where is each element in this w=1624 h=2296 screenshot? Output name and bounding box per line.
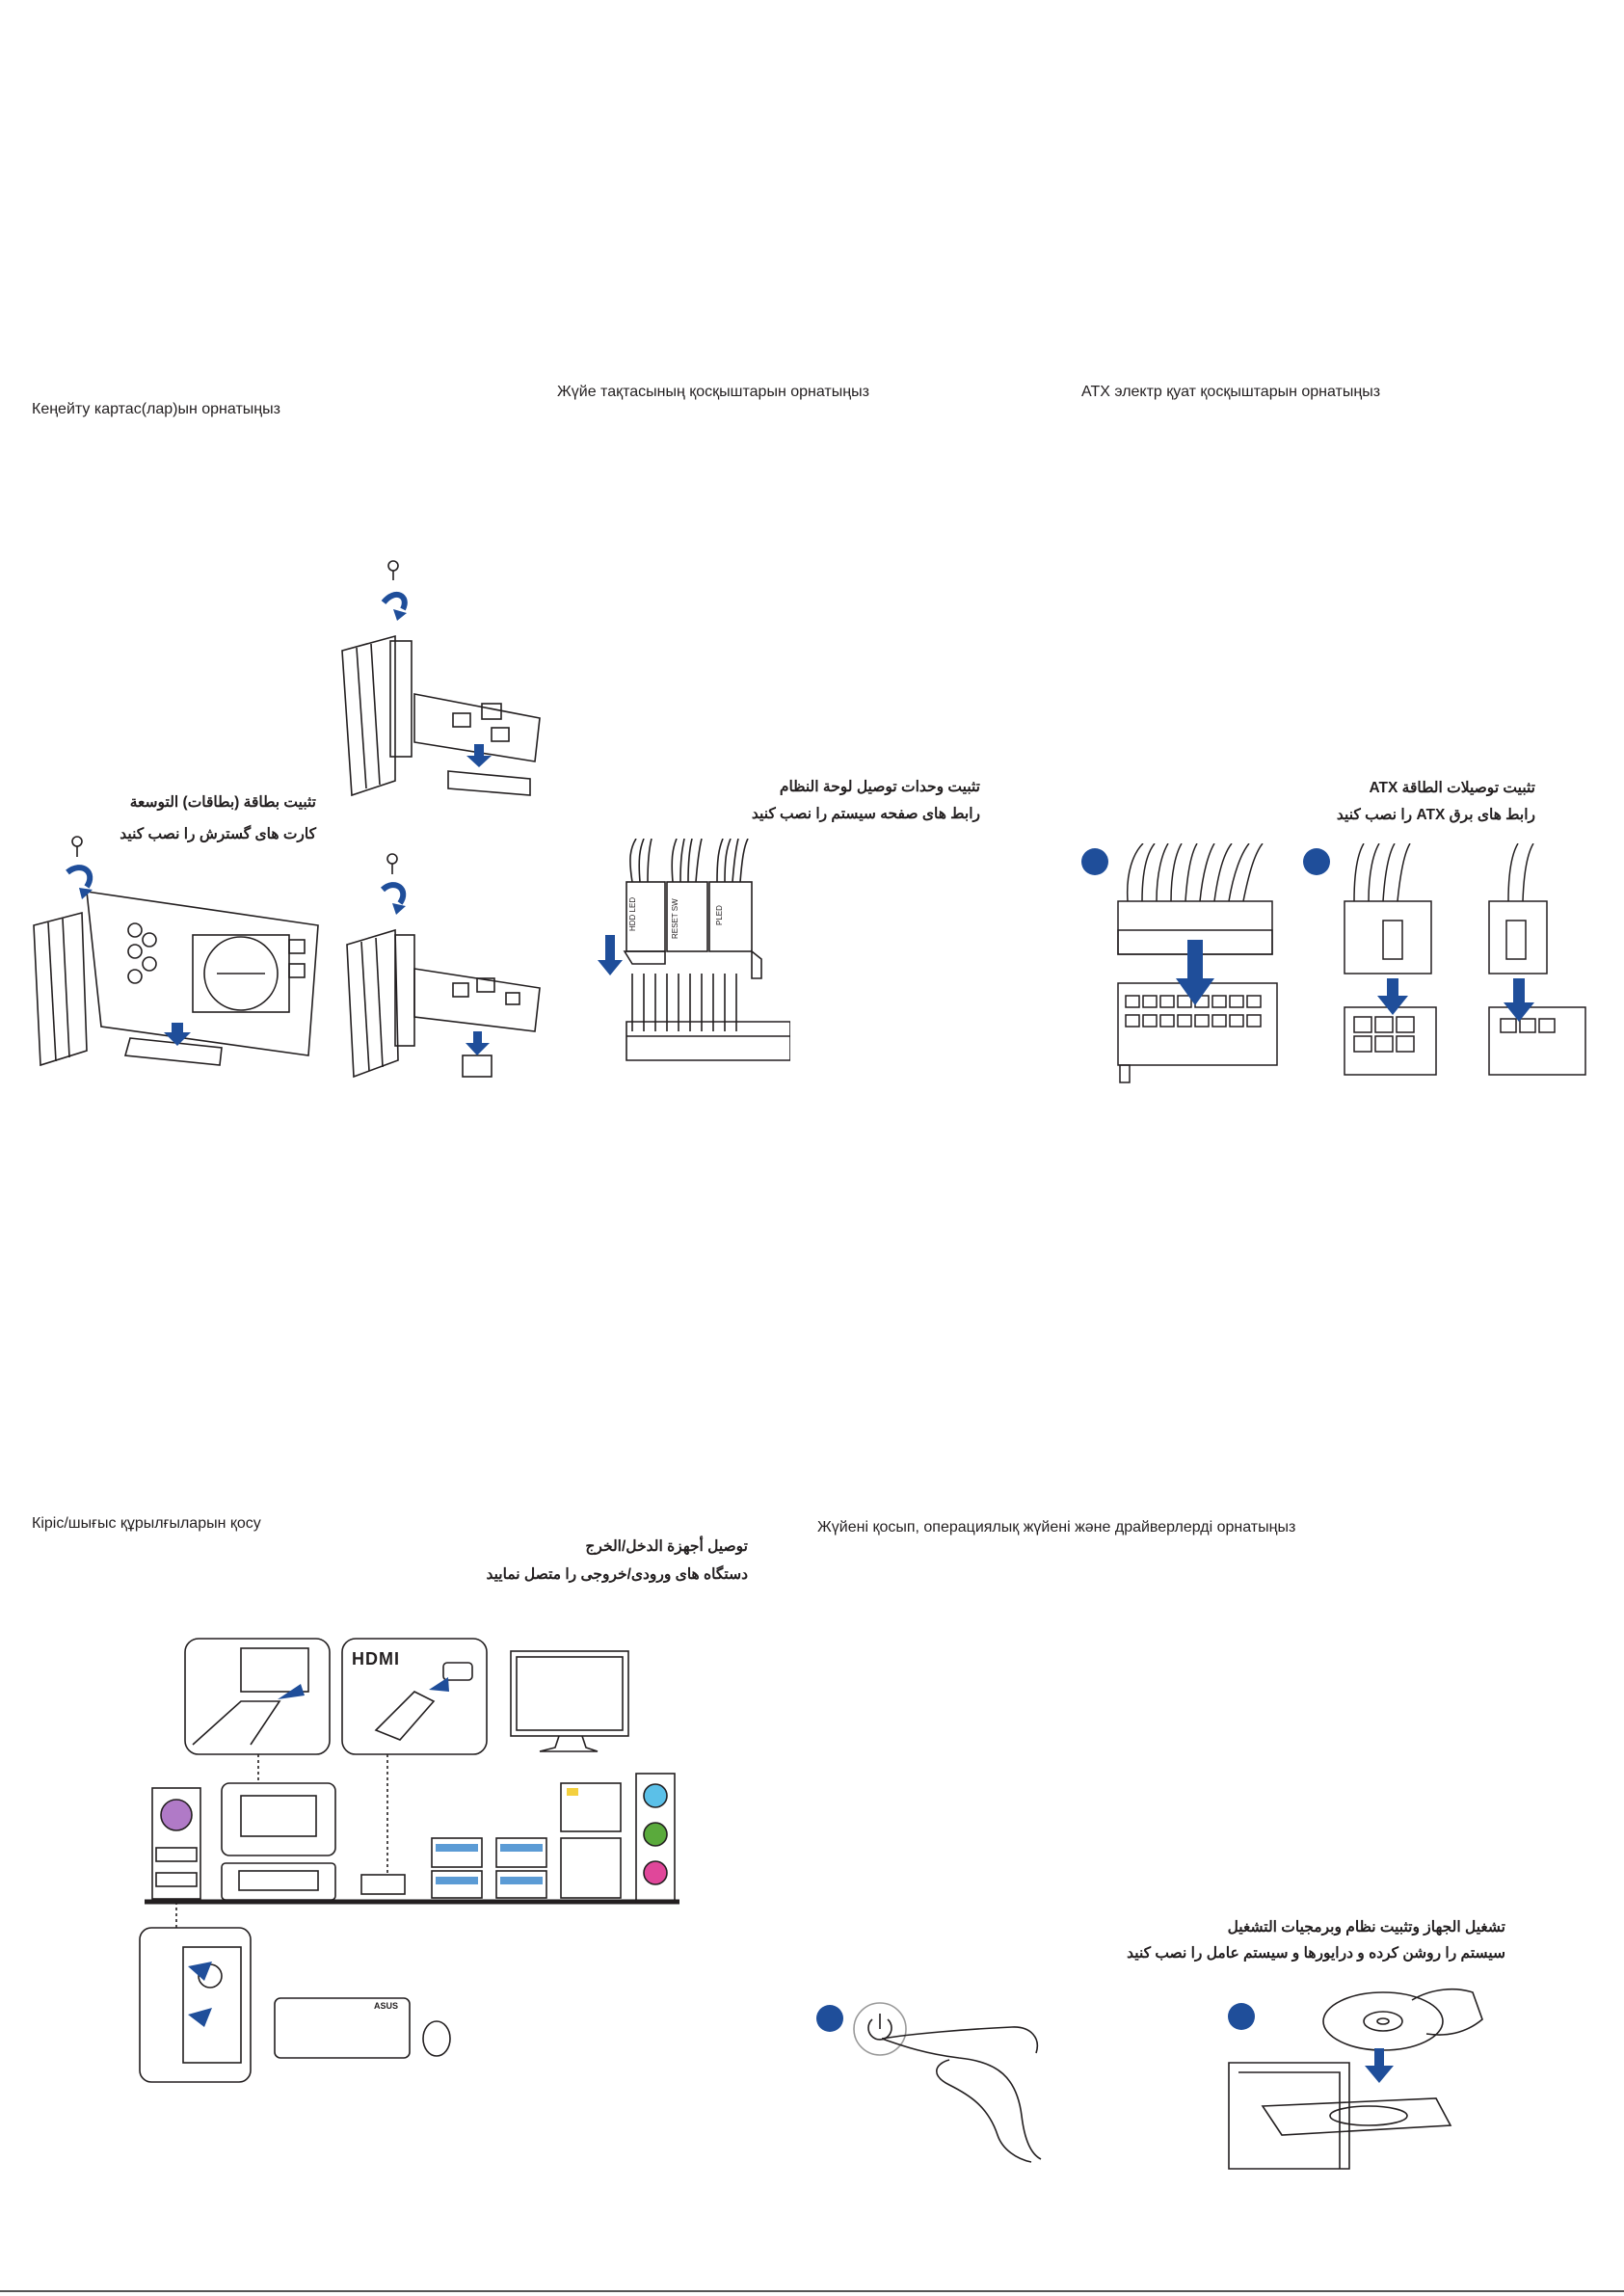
graphics-card-figure (29, 834, 347, 1089)
atx-kz-title: ATX электр қуат қосқыштарын орнатыңыз (1081, 384, 1381, 400)
io-kz-title: Кіріс/шығыс құрылғыларын қосу (32, 1515, 261, 1532)
atx-8pin-figure (1335, 843, 1605, 1094)
expansion-card-figure-top (337, 559, 545, 814)
panel-connector-figure: HDD LED RESET SW PLED (598, 839, 790, 1070)
expansion-kz-title: Кеңейту картас(лар)ын орнатыңыз (32, 401, 280, 417)
io-panel-figure: HDMI ASUS (135, 1634, 684, 2092)
io-ar-title: توصيل أجهزة الدخل/الخرج (585, 1538, 748, 1555)
keyboard-brand-logo: ASUS (374, 2001, 399, 2011)
panel-kz-title: Жүйе тақтасының қосқыштарын орнатыңыз (557, 384, 869, 400)
expansion-fa-title: کارت های گسترش را نصب کنید (120, 826, 316, 842)
step-1-badge-atx (1081, 848, 1108, 875)
step-2-badge-atx (1303, 848, 1330, 875)
atx-24pin-figure (1108, 843, 1282, 1094)
atx-ar-title: تثبيت توصيلات الطاقة ATX (1369, 780, 1535, 796)
poweron-ar-title: تشغيل الجهاز وتثبيت نظام وبرمجيات التشغي… (1227, 1919, 1505, 1936)
page-bottom-rule (0, 2290, 1624, 2292)
panel-fa-title: رابط های صفحه سیستم را نصب کنید (751, 806, 980, 822)
power-button-figure (853, 2000, 1046, 2164)
atx-fa-title: رابط های برق ATX را نصب کنید (1336, 807, 1535, 823)
expansion-card-figure-bottom (342, 853, 545, 1084)
poweron-kz-title: Жүйені қосып, операциялық жүйені және др… (817, 1519, 1296, 1535)
poweron-fa-title: سیستم را روشن کرده و درایورها و سیستم عا… (1127, 1945, 1505, 1962)
connector-label-reset-sw: RESET SW (671, 898, 679, 939)
step-1-badge-poweron (816, 2005, 843, 2032)
io-fa-title: دستگاه های ورودی/خروجی را متصل نمایید (486, 1566, 748, 1583)
expansion-ar-title: تثبيت بطاقة (بطاقات) التوسعة (129, 794, 316, 811)
install-disc-figure (1224, 1981, 1489, 2174)
connector-label-hdd-led: HDD LED (628, 896, 637, 931)
step-2-badge-poweron (1228, 2003, 1255, 2030)
hdmi-logo: HDMI (352, 1649, 400, 1669)
panel-ar-title: تثبيت وحدات توصيل لوحة النظام (779, 779, 980, 795)
connector-label-pled: PLED (715, 905, 724, 925)
